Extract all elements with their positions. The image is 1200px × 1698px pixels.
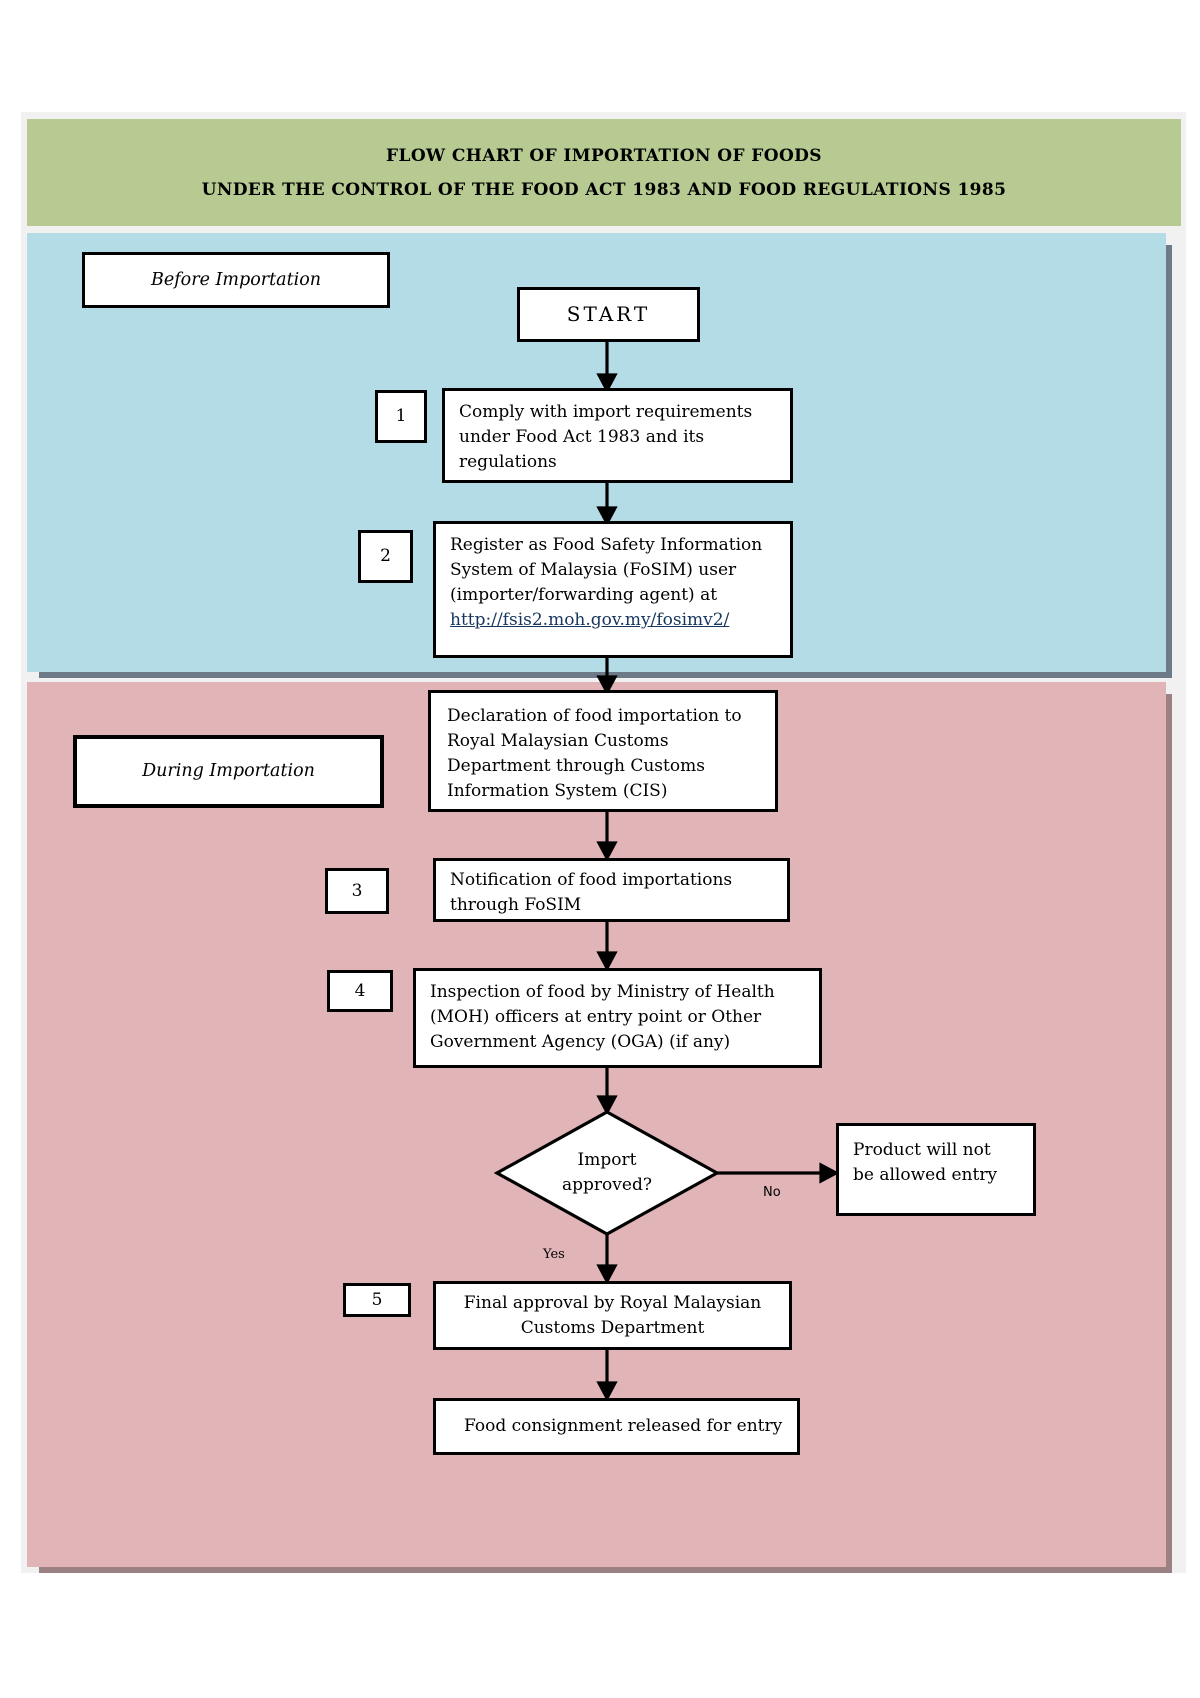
step5-number-box: 5: [343, 1283, 411, 1317]
decision-label: Import approved?: [562, 1150, 652, 1195]
declaration-box: Declaration of food importation to Royal…: [428, 690, 778, 812]
start-node: START: [517, 287, 700, 342]
release-box: Food consignment released for entry: [433, 1398, 800, 1455]
during-importation-text: During Importation: [142, 761, 315, 781]
fosim-registration-link[interactable]: http://fsis2.moh.gov.my/fosimv2/: [450, 610, 730, 630]
step4-box: Inspection of food by Ministry of Health…: [413, 968, 822, 1068]
page-title-line2: UNDER THE CONTROL OF THE FOOD ACT 1983 A…: [201, 179, 1007, 200]
title-band: FLOW CHART OF IMPORTATION OF FOODS UNDER…: [27, 119, 1181, 226]
during-importation-label: During Importation: [73, 735, 384, 808]
step5-box: Final approval by Royal Malaysian Custom…: [433, 1281, 792, 1350]
step2-text: Register as Food Safety Information Syst…: [450, 535, 763, 605]
step4-number-box: 4: [327, 970, 393, 1012]
reject-box: Product will not be allowed entry: [836, 1123, 1036, 1216]
step2-number-box: 2: [358, 530, 413, 583]
step2-box: Register as Food Safety Information Syst…: [433, 521, 793, 658]
page-title-line1: FLOW CHART OF IMPORTATION OF FOODS: [386, 145, 822, 166]
decision-yes-label: Yes: [543, 1247, 565, 1262]
step1-box: Comply with import requirements under Fo…: [442, 388, 793, 483]
before-importation-text: Before Importation: [150, 269, 322, 290]
decision-no-label: No: [763, 1185, 781, 1200]
before-importation-label: Before Importation: [82, 252, 390, 308]
step3-number-box: 3: [325, 868, 389, 914]
step3-box: Notification of food importations throug…: [433, 858, 790, 922]
step1-number-box: 1: [375, 390, 427, 443]
